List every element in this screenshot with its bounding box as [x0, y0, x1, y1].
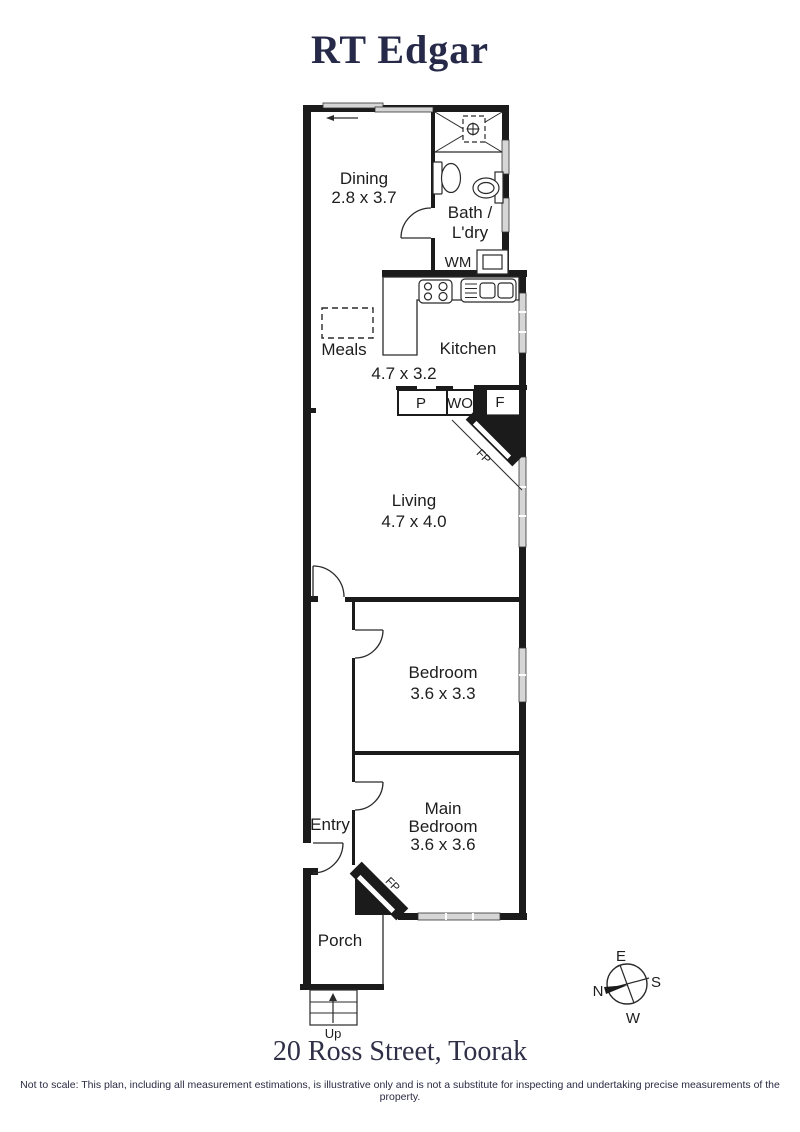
window-kitchen-divider-1 [519, 311, 526, 313]
door-bath [400, 207, 432, 239]
wall-oven-box [446, 389, 475, 416]
living-label: Living [392, 491, 436, 510]
basin-icon [472, 171, 504, 204]
windows [322, 102, 527, 921]
compass-south-label: S [651, 974, 661, 991]
kitchen-label: Kitchen [440, 339, 497, 358]
wall-left-stub-entry [303, 868, 318, 875]
entry-label: Entry [310, 815, 350, 834]
wall-right-bath [502, 105, 509, 277]
living-dims: 4.7 x 4.0 [381, 512, 446, 531]
sliding-door-panel-1 [322, 102, 384, 109]
wall-left-stub-living [303, 596, 318, 602]
compass-west-label: W [626, 1010, 641, 1027]
washing-machine-icon [476, 249, 509, 275]
fireplace-living-icon [451, 407, 525, 491]
fridge-label: F [495, 394, 504, 411]
wall-porch-bottom [300, 984, 384, 990]
dining-label: Dining [340, 169, 388, 188]
washing-machine-label: WM [445, 254, 472, 271]
brand-logo: RT Edgar [310, 27, 490, 72]
steps-icon [309, 989, 358, 1026]
doors [312, 207, 432, 874]
wall-oven-fridge-pier [474, 385, 487, 415]
wall-bath-divider-lower [431, 238, 435, 270]
wall-hall-2 [352, 658, 355, 782]
door-living [312, 565, 345, 598]
shower-icon [434, 111, 503, 153]
window-mainbed [417, 912, 501, 921]
wall-right-main [519, 270, 526, 920]
disclaimer-text: Not to scale: This plan, including all m… [20, 1079, 780, 1103]
sink-icon [460, 278, 517, 303]
window-kitchen [518, 292, 527, 354]
wall-left-lower [303, 875, 311, 987]
bedroom-dims: 3.6 x 3.3 [410, 684, 475, 703]
pantry-box [397, 389, 448, 416]
bedroom-label: Bedroom [409, 663, 478, 682]
room-labels: Dining 2.8 x 3.7 Bath / L'dry WM Meals K… [310, 169, 504, 950]
dining-dims: 2.8 x 3.7 [331, 188, 396, 207]
sliding-door-panel-2 [374, 106, 434, 113]
window-living [518, 456, 527, 548]
kitchen-counter [382, 276, 520, 356]
wall-left-stub-meals [303, 408, 316, 413]
pantry-label: P [416, 395, 426, 412]
window-bath-2 [501, 197, 510, 233]
wall-fridge-top [487, 385, 527, 390]
wall-living-bottom [345, 597, 526, 602]
wall-kitchen-top [382, 270, 527, 277]
steps-up-label: Up [325, 1026, 342, 1041]
compass-east-label: E [616, 948, 626, 965]
compass-north-label: N [593, 983, 604, 1000]
property-address: 20 Ross Street, Toorak [272, 1036, 528, 1067]
wall-hall-3 [352, 810, 355, 865]
mainbed-dims: 3.6 x 3.6 [410, 835, 475, 854]
wall-pantry-tick-2 [436, 386, 453, 390]
door-main-bedroom [354, 781, 384, 811]
wall-bath-divider-upper [431, 112, 435, 208]
window-mainbed-divider-1 [445, 913, 447, 920]
wall-pantry-tick-1 [396, 386, 417, 390]
toilet-icon [432, 161, 462, 195]
cooktop-icon [418, 279, 453, 304]
fireplace-living-label: FP [474, 447, 493, 466]
window-mainbed-divider-2 [472, 913, 474, 920]
door-bedroom [354, 629, 384, 659]
porch-steps: Up [309, 914, 384, 1041]
mainbed-label-line2: Bedroom [409, 817, 478, 836]
mainbed-label-line1: Main [425, 799, 462, 818]
meals-label: Meals [321, 340, 366, 359]
sliding-door-arrow-icon [326, 115, 358, 121]
fireplace-mainbed-icon [349, 861, 409, 921]
compass-needle [604, 985, 628, 994]
window-kitchen-divider-2 [519, 331, 526, 333]
wall-bedroom-divider [353, 751, 526, 755]
wall-left-upper [303, 105, 311, 843]
window-bedroom-divider [519, 674, 526, 676]
window-living-divider-2 [519, 515, 526, 517]
window-bath-1 [501, 139, 510, 175]
porch-label: Porch [318, 931, 362, 950]
window-living-divider-1 [519, 486, 526, 488]
compass-icon: E S W N [593, 948, 661, 1027]
meals-table-dashed [321, 307, 374, 339]
kitchen-dims: 4.7 x 3.2 [371, 364, 436, 383]
bathroom-fixtures [432, 111, 509, 275]
bath-label-line1: Bath / [448, 203, 493, 222]
kitchen-fixtures [321, 276, 520, 416]
wall-hall-1 [352, 602, 355, 630]
bath-label-line2: L'dry [452, 223, 489, 242]
wall-oven-label: WO [447, 395, 473, 412]
door-entry-front [312, 842, 344, 874]
